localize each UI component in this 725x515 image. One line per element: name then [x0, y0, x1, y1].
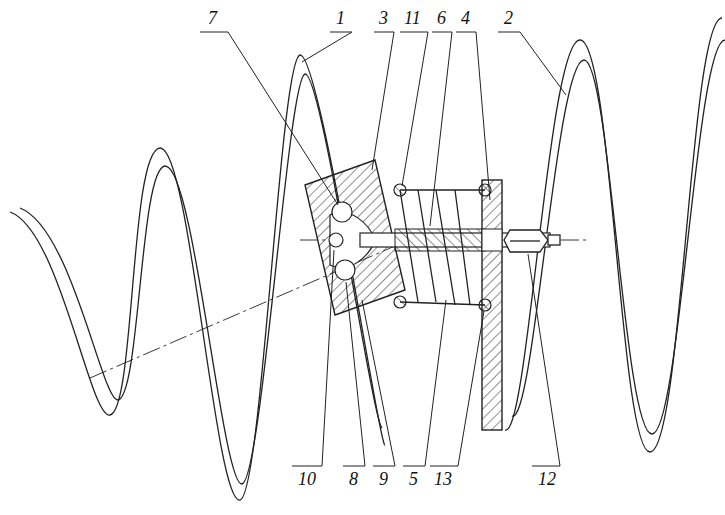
nut — [504, 230, 560, 252]
callout-number: 1 — [336, 8, 345, 28]
callout-number: 13 — [434, 469, 452, 489]
spring-sections — [394, 184, 491, 311]
callout-number: 3 — [379, 8, 388, 28]
callout-number: 4 — [461, 8, 470, 28]
callout-number: 5 — [409, 469, 418, 489]
callout-number: 7 — [208, 8, 217, 28]
callout-number: 6 — [437, 8, 446, 28]
callout-number: 9 — [379, 469, 388, 489]
right-auger — [505, 18, 725, 452]
rod-bolt — [360, 229, 550, 251]
spring — [400, 190, 485, 305]
flange-plate — [482, 180, 502, 430]
callout-number: 10 — [298, 469, 316, 489]
callout-number: 11 — [404, 8, 421, 28]
leader-lines — [200, 32, 566, 466]
callout-number: 2 — [504, 8, 513, 28]
callout-number: 12 — [538, 469, 556, 489]
callout-number: 8 — [349, 469, 358, 489]
